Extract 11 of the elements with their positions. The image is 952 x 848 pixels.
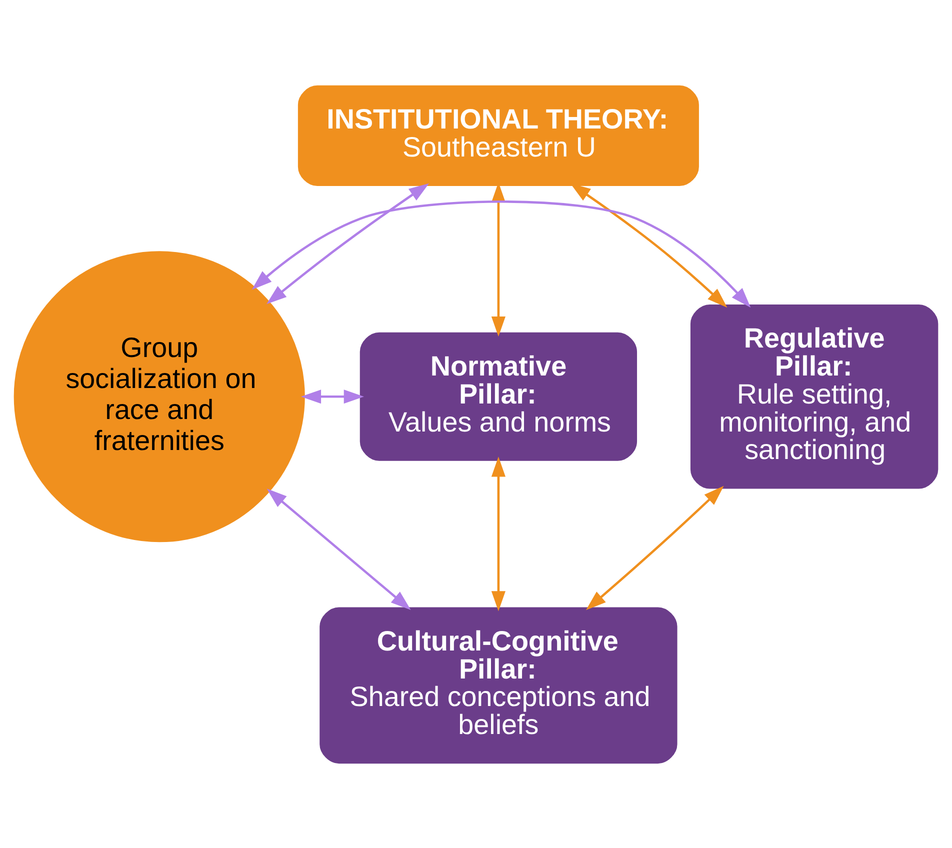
arrow: [491, 456, 506, 611]
arrow: [266, 182, 430, 304]
arrow: [586, 485, 724, 610]
node-box: Regulative Pillar: Rule setting, monitoring, and sanctioning: [690, 304, 938, 488]
node-box: INSTITUTIONAL THEORY: Southeastern U: [298, 84, 699, 186]
node-circle: Group socialization on race and fraternities: [14, 250, 305, 542]
node-box: Normative Pillar: Values and norms: [360, 332, 638, 460]
arrow: [266, 488, 411, 610]
arrow: [300, 389, 364, 404]
node-box: Cultural-Cognitive Pillar: Shared conceptions and beliefs: [320, 606, 678, 764]
arrow: [252, 200, 751, 308]
